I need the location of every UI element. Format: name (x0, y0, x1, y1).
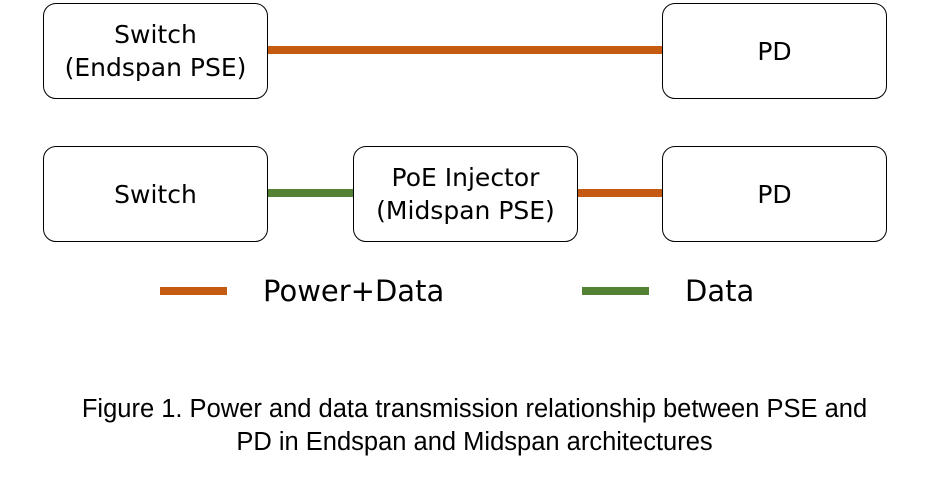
node-label-line: (Midspan PSE) (376, 196, 555, 225)
node-label-line: Switch (114, 179, 197, 209)
node-label-line: PD (757, 179, 792, 209)
link-injector-to-pd-power-data (576, 189, 663, 197)
link-switch-to-injector-data (267, 189, 354, 197)
legend-swatch-data (582, 287, 649, 295)
link-switch-to-pd-power-data (267, 46, 663, 54)
node-label-line: PD (757, 36, 792, 66)
node-label-line: PoE Injector (391, 163, 540, 192)
caption-line: Figure 1. Power and data transmission re… (81, 395, 868, 423)
legend-label-power-data: Power+Data (263, 274, 445, 308)
node-pd-row1: PD (662, 3, 887, 99)
legend-swatch-power-data (160, 287, 227, 295)
node-switch: Switch (43, 146, 268, 242)
node-pd-row2: PD (662, 146, 887, 242)
legend-label-data: Data (685, 274, 755, 308)
node-switch-endspan-pse: Switch (Endspan PSE) (43, 3, 268, 99)
node-label-line: (Endspan PSE) (64, 53, 247, 82)
caption-line: PD in Endspan and Midspan architectures (236, 428, 713, 456)
node-poe-injector-midspan-pse: PoE Injector (Midspan PSE) (353, 146, 578, 242)
node-label-line: Switch (114, 20, 197, 49)
figure-caption: Figure 1. Power and data transmission re… (0, 393, 949, 459)
